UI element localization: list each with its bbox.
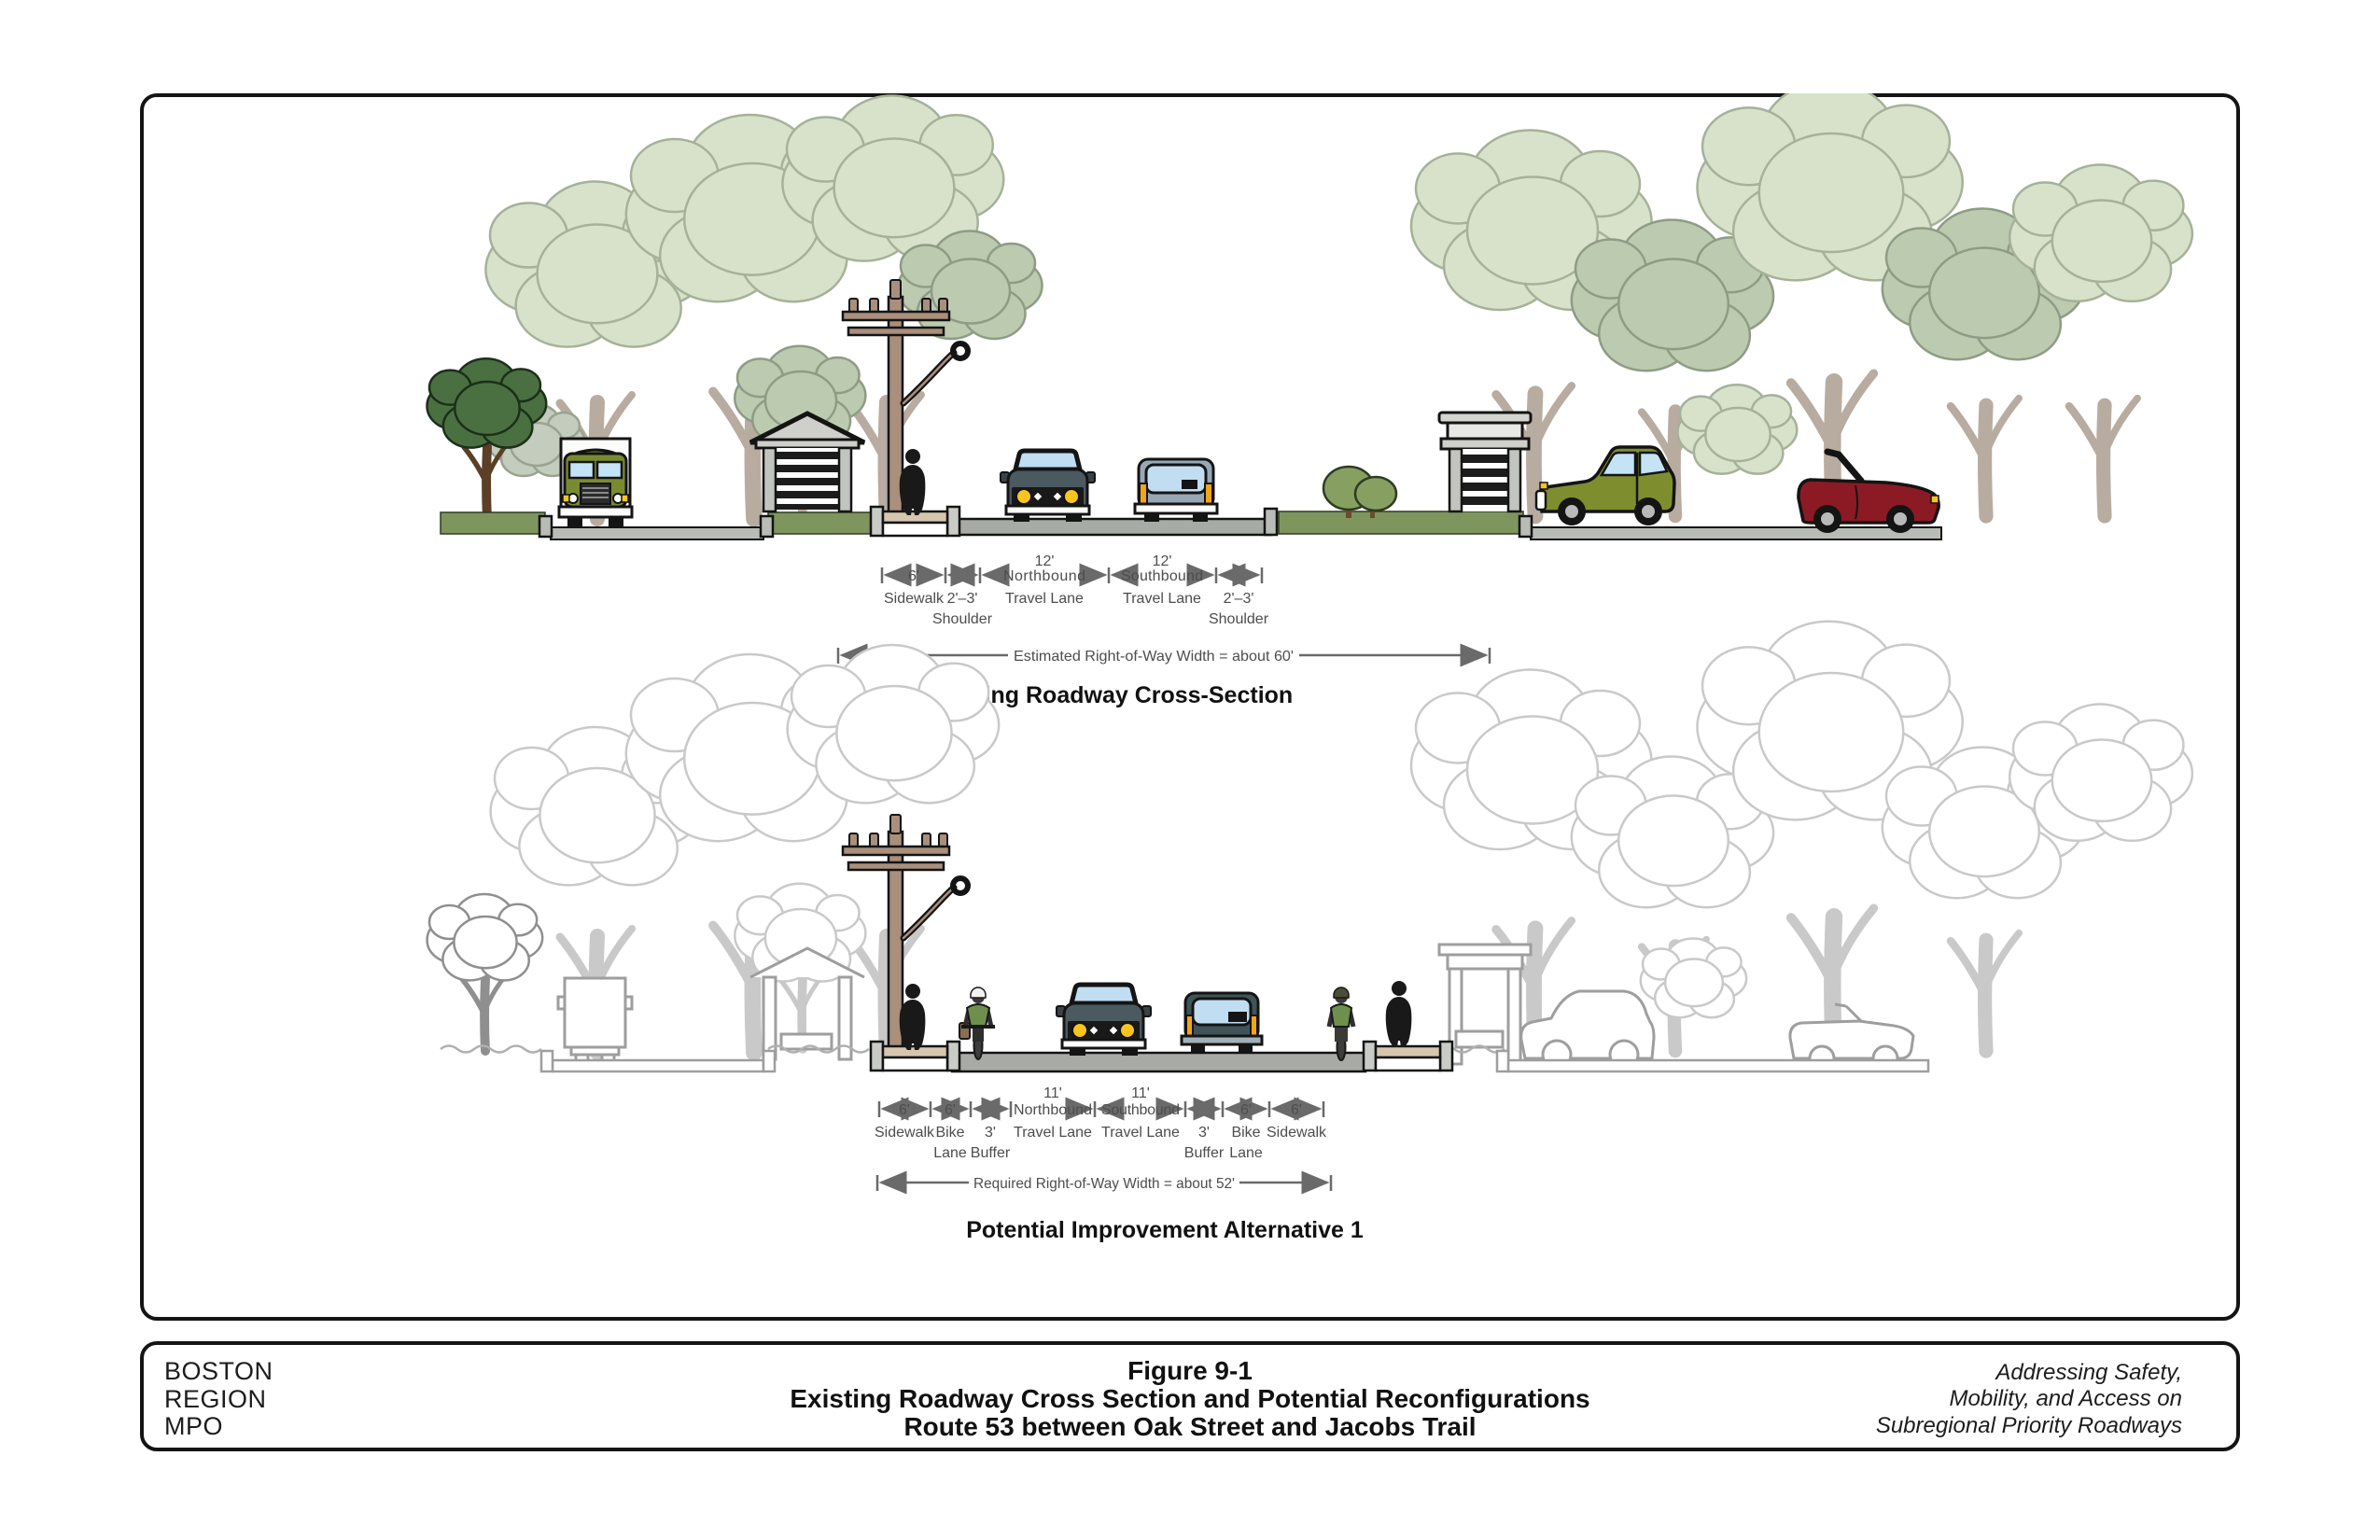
green-car: [1534, 445, 1676, 525]
dim-width: 6': [899, 1102, 910, 1118]
bus-shelter: [1437, 411, 1533, 513]
dim-label: Shoulder: [1209, 611, 1269, 627]
figure-panel: 6' Sidewalk 2'–3' Shoulder 12' Northboun…: [140, 93, 2240, 1321]
dim-width: 11': [1043, 1085, 1062, 1101]
dim-width: 2'–3': [947, 591, 978, 607]
figure-number: Figure 9-1: [1127, 1356, 1253, 1385]
dim-width: 3': [1198, 1125, 1210, 1141]
cyclist-front: [959, 987, 995, 1060]
dim-width: 6': [945, 1102, 956, 1118]
ground-alt1: [440, 1044, 1930, 1073]
dim-label: Travel Lane: [1014, 1125, 1092, 1141]
dimensions-existing: 6' Sidewalk 2'–3' Shoulder 12' Northboun…: [836, 553, 1491, 667]
org-line: BOSTON: [164, 1357, 273, 1385]
existing-cross-section: 6' Sidewalk 2'–3' Shoulder 12' Northboun…: [426, 93, 2194, 708]
outlined-dark-tree: [426, 893, 543, 1051]
dim-label: Bike: [935, 1125, 964, 1141]
tagline-line: Subregional Priority Roadways: [1875, 1412, 2182, 1438]
org-line: REGION: [164, 1384, 267, 1413]
dim-label: Sidewalk: [875, 1125, 935, 1141]
dim-label: Travel Lane: [1005, 591, 1084, 607]
dimensions-alt1: 6' Sidewalk 6' Bike Lane 3' Buffer 11' N…: [875, 1085, 1333, 1195]
cross-section-illustration: 6' Sidewalk 2'–3' Shoulder 12' Northboun…: [426, 93, 2194, 1243]
sedan-front-view: [1057, 985, 1151, 1056]
car-rear-view: [1180, 991, 1264, 1053]
tagline-line: Addressing Safety,: [1995, 1360, 2182, 1385]
dim-width: 6': [1291, 1102, 1302, 1118]
section-title-alt1: Potential Improvement Alternative 1: [966, 1217, 1364, 1243]
dim-label: Bike: [1231, 1125, 1260, 1141]
sedan-front-view: [1001, 451, 1095, 522]
dim-width: 11': [1131, 1085, 1150, 1101]
dim-width: 6': [1240, 1102, 1252, 1118]
truck: [557, 437, 634, 526]
figure-subtitle: Route 53 between Oak Street and Jacobs T…: [903, 1412, 1477, 1442]
shed: [749, 411, 866, 513]
dim-label: Buffer: [971, 1145, 1011, 1161]
row-width-label: Estimated Right-of-Way Width = about 60': [1014, 649, 1294, 665]
dim-width: 12': [1153, 553, 1172, 569]
org-line: MPO: [164, 1412, 224, 1441]
outlined-tree-grove: [426, 620, 2194, 1053]
dim-label: Shoulder: [932, 611, 993, 627]
dim-label: Sidewalk: [1267, 1125, 1327, 1141]
dim-label: Northbound: [1014, 1102, 1092, 1118]
road-alt1: [950, 1051, 1367, 1073]
dim-label: Lane: [933, 1145, 967, 1161]
outlined-structures: [556, 943, 1915, 1072]
dim-width: 3': [985, 1125, 996, 1141]
ground-existing: [440, 507, 1942, 540]
outlined-shed: [749, 946, 865, 1061]
dim-label: Travel Lane: [1123, 591, 1201, 607]
title-block: BOSTON REGION MPO Figure 9-1 Existing Ro…: [140, 1341, 2240, 1451]
tagline-line: Mobility, and Access on: [1949, 1386, 2182, 1412]
dim-label: Buffer: [1184, 1145, 1225, 1161]
minivan-rear-view: [1133, 457, 1219, 522]
dim-label: Northbound: [1003, 568, 1085, 584]
dim-label: Southbound: [1101, 1102, 1180, 1118]
dim-width: 2'–3': [1224, 591, 1254, 607]
bush: [1322, 465, 1398, 518]
dim-label: Southbound: [1121, 568, 1203, 584]
figure-caption: Figure 9-1 Existing Roadway Cross Sectio…: [144, 1356, 2236, 1442]
row-width-label: Required Right-of-Way Width = about 52': [973, 1176, 1235, 1192]
dim-label: Travel Lane: [1101, 1125, 1180, 1141]
study-tagline: Addressing Safety, Mobility, and Access …: [1876, 1360, 2182, 1439]
dim-width: 12': [1035, 553, 1055, 569]
dim-label: Sidewalk: [884, 591, 945, 607]
outlined-truck: [563, 976, 627, 1049]
cyclist-rear: [1326, 987, 1356, 1061]
outlined-shelter: [1437, 943, 1533, 1066]
tree-grove: [426, 93, 2194, 519]
road-existing: [950, 517, 1273, 537]
sidewalk-slab-right: [1362, 1040, 1454, 1072]
red-convertible: [1797, 448, 1940, 533]
dim-width: 6': [908, 568, 919, 584]
pedestrian-right: [1385, 981, 1412, 1047]
org-name: BOSTON REGION MPO: [164, 1357, 273, 1441]
figure-title: Existing Roadway Cross Section and Poten…: [790, 1384, 1590, 1414]
alternative1-cross-section: 6' Sidewalk 6' Bike Lane 3' Buffer 11' N…: [426, 620, 2194, 1243]
dim-label: Lane: [1229, 1145, 1263, 1161]
dark-tree: [426, 357, 548, 519]
